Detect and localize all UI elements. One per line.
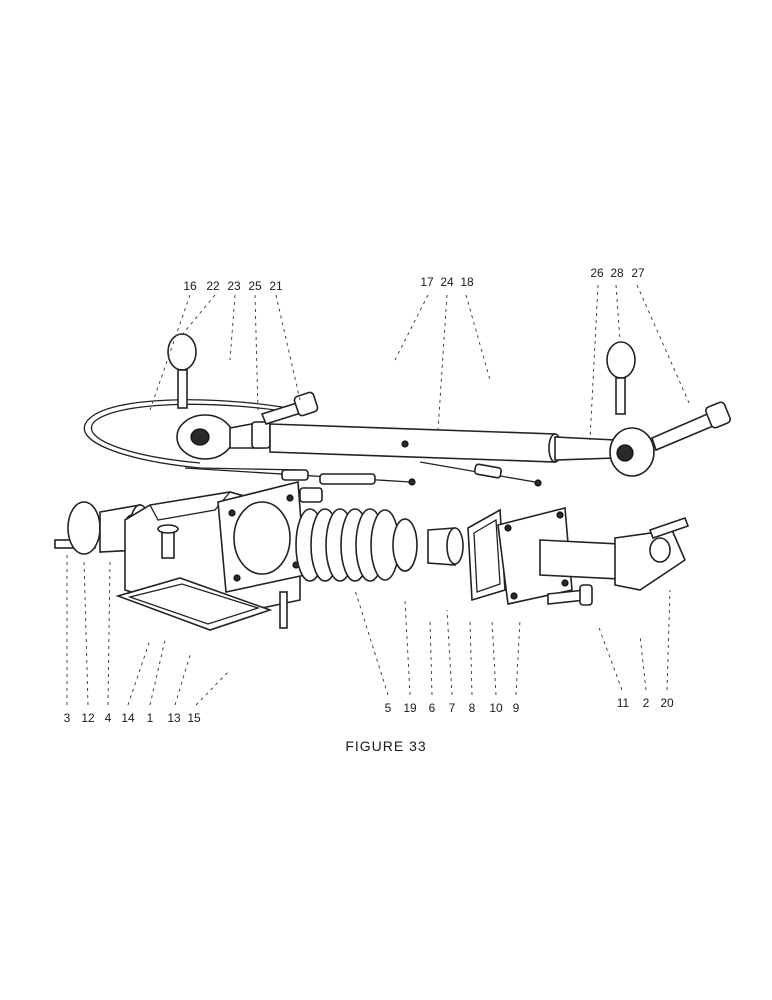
- grease-knob-right: [606, 341, 636, 379]
- callout-11: 11: [617, 696, 630, 710]
- flange-plate: [497, 506, 573, 605]
- callout-16: 16: [183, 279, 197, 293]
- callout-26: 26: [590, 266, 604, 280]
- figure-caption: FIGURE 33: [345, 738, 427, 754]
- callout-8: 8: [469, 701, 476, 715]
- callout-27: 27: [631, 266, 645, 280]
- callout-3: 3: [64, 711, 71, 725]
- lower-housing-assembly: [54, 480, 690, 631]
- callout-6: 6: [429, 701, 436, 715]
- upper-rod-assembly: [83, 333, 731, 487]
- callout-12: 12: [81, 711, 95, 725]
- callout-9: 9: [513, 701, 520, 715]
- lock-nut: [251, 421, 271, 449]
- clevis: [614, 529, 686, 591]
- callout-13: 13: [167, 711, 181, 725]
- clevis-pin: [648, 516, 690, 540]
- callout-23: 23: [227, 279, 241, 293]
- cable: [83, 399, 301, 471]
- coil-spring: [295, 508, 400, 582]
- callout-labels: 16 22 23 25 21 17 24 18 26 28 27 3 12 4 …: [64, 266, 674, 725]
- callout-14: 14: [121, 711, 135, 725]
- stud-bolt: [161, 529, 175, 559]
- callout-18: 18: [460, 275, 474, 289]
- callout-1: 1: [147, 711, 154, 725]
- gasket: [467, 508, 506, 602]
- leader-lines: [66, 284, 691, 706]
- callout-25: 25: [248, 279, 262, 293]
- callout-28: 28: [610, 266, 624, 280]
- rod-tube: [269, 423, 556, 463]
- callout-21: 21: [269, 279, 283, 293]
- spacer: [392, 518, 418, 572]
- callout-4: 4: [105, 711, 112, 725]
- callout-5: 5: [385, 701, 392, 715]
- callout-19: 19: [403, 701, 417, 715]
- callout-2: 2: [643, 696, 650, 710]
- callout-15: 15: [187, 711, 201, 725]
- callout-20: 20: [660, 696, 674, 710]
- callout-22: 22: [206, 279, 220, 293]
- callout-24: 24: [440, 275, 454, 289]
- callout-17: 17: [420, 275, 434, 289]
- callout-7: 7: [449, 701, 456, 715]
- grease-knob-left: [167, 333, 197, 371]
- washer-left: [67, 501, 101, 555]
- callout-10: 10: [489, 701, 503, 715]
